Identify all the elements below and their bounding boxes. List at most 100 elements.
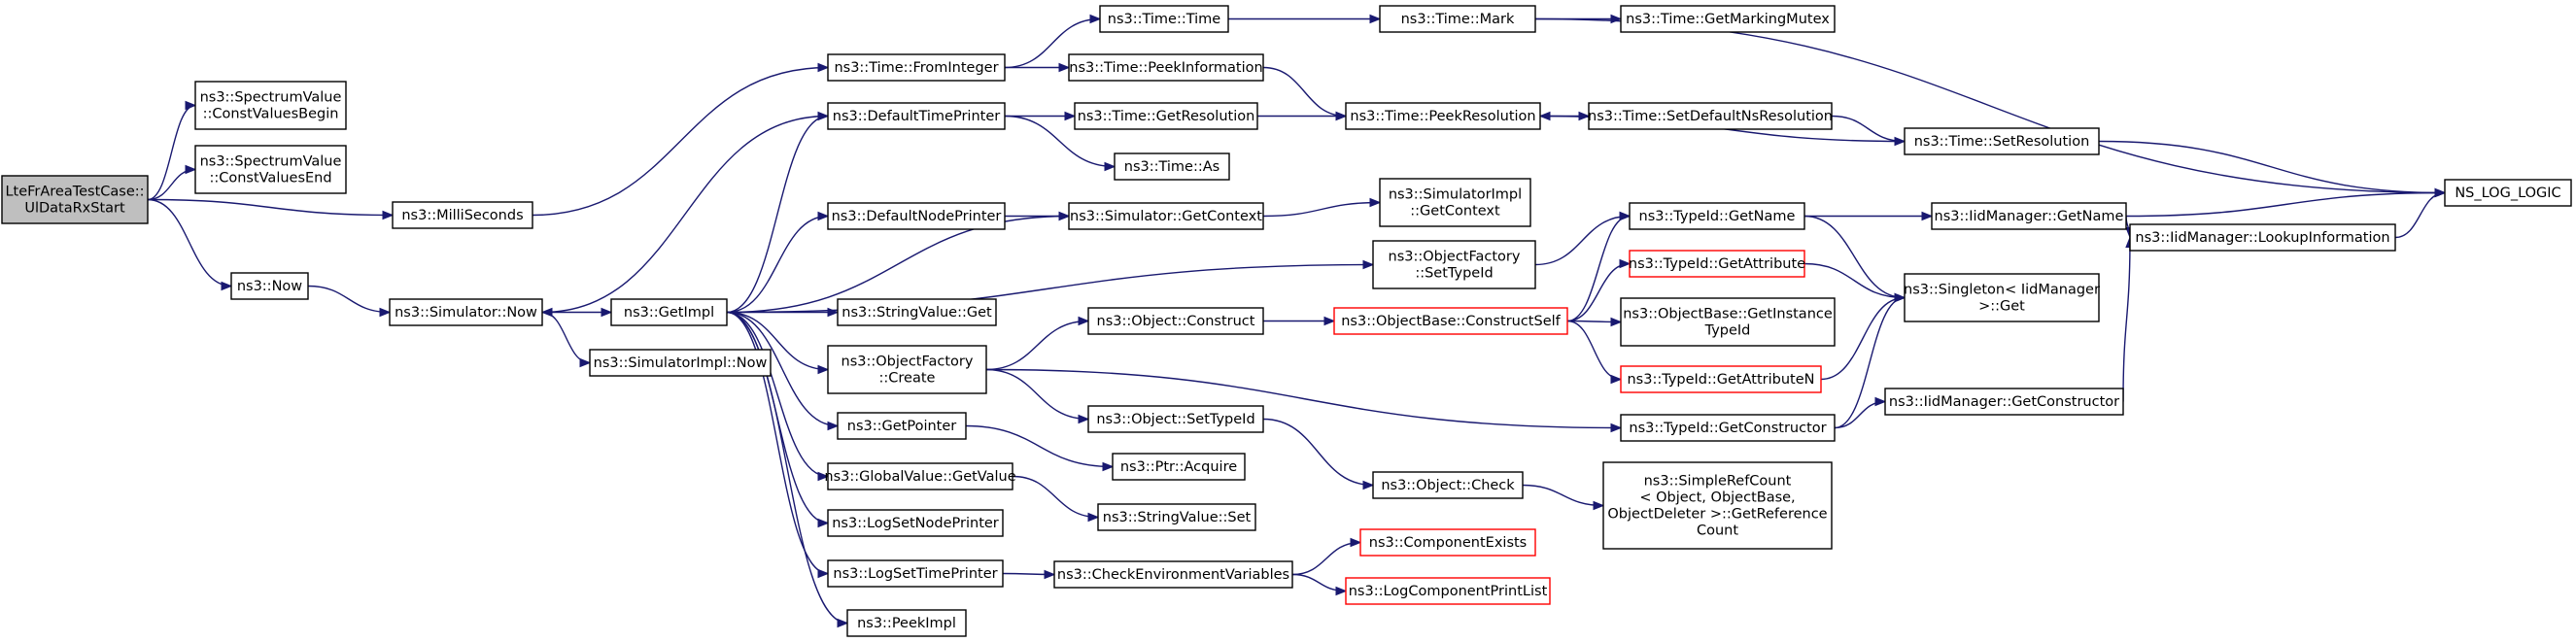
node-label: ns3::LogSetNodePrinter [832, 516, 999, 531]
node-iidgetctor[interactable]: ns3::IidManager::GetConstructor [1884, 388, 2124, 416]
edge-arrowhead [817, 62, 830, 73]
node-lsnp[interactable]: ns3::LogSetNodePrinter [827, 509, 1004, 537]
node-tgmm[interactable]: ns3::Time::GetMarkingMutex [1620, 5, 1836, 33]
node-lstp[interactable]: ns3::LogSetTimePrinter [827, 559, 1004, 588]
node-svcb[interactable]: ns3::SpectrumValue::ConstValuesBegin [194, 81, 347, 130]
node-getptr[interactable]: ns3::GetPointer [837, 412, 967, 440]
node-svce[interactable]: ns3::SpectrumValue::ConstValuesEnd [194, 145, 347, 194]
node-box [1359, 528, 1536, 557]
node-srcget[interactable]: ns3::SimpleRefCount< Object, ObjectBase,… [1602, 461, 1833, 550]
node-peekimpl[interactable]: ns3::PeekImpl [846, 609, 967, 637]
edge-arrowhead [540, 307, 553, 318]
node-label: ::Create [879, 371, 936, 387]
node-strget[interactable]: ns3::StringValue::Get [837, 298, 997, 326]
edge-line [2125, 191, 2446, 218]
edge-getimpl-to-ofcreate [726, 311, 830, 375]
node-objconstruct[interactable]: ns3::Object::Construct [1087, 307, 1264, 335]
edge-arrowhead [817, 364, 830, 375]
node-checkenv[interactable]: ns3::CheckEnvironmentVariables [1053, 560, 1293, 589]
node-tidgetattrn[interactable]: ns3::TypeId::GetAttributeN [1620, 365, 1822, 393]
edge-line [307, 285, 391, 314]
node-label: ns3::Object::SetTypeId [1096, 412, 1254, 427]
edge-arrowhead [1087, 512, 1100, 523]
node-deftime[interactable]: ns3::DefaultTimePrinter [827, 102, 1006, 130]
node-label: ns3::Object::Construct [1097, 314, 1255, 329]
node-fromint[interactable]: ns3::Time::FromInteger [827, 53, 1006, 82]
edge-line [1004, 17, 1101, 69]
node-tpeekres[interactable]: ns3::Time::PeekResolution [1345, 102, 1541, 130]
node-box [1379, 178, 1531, 227]
edge-arrowhead [1610, 422, 1623, 433]
edge-line [1820, 296, 1906, 381]
node-ofcreate[interactable]: ns3::ObjectFactory::Create [827, 345, 987, 394]
edge-line [1262, 418, 1374, 487]
edge-line [726, 115, 829, 314]
node-tsetres[interactable]: ns3::Time::SetResolution [1904, 127, 2100, 155]
node-box [589, 349, 772, 377]
edge-deftime-to-simnow [540, 115, 829, 318]
edge-tidgetattr-to-singleton [1803, 262, 1906, 303]
node-nslog[interactable]: NS_LOG_LOGIC [2444, 179, 2572, 207]
node-box [1602, 461, 1833, 550]
edge-arrowhead [1089, 14, 1102, 24]
node-objcheck[interactable]: ns3::Object::Check [1372, 471, 1524, 499]
node-singleton[interactable]: ns3::Singleton< IidManager>::Get [1904, 273, 2100, 322]
node-box [1097, 503, 1256, 531]
node-obcs[interactable]: ns3::ObjectBase::ConstructSelf [1333, 307, 1568, 335]
node-strset[interactable]: ns3::StringValue::Set [1097, 503, 1256, 531]
node-label: ns3::IidManager::LookupInformation [2135, 230, 2389, 246]
node-tgetres[interactable]: ns3::Time::GetResolution [1074, 102, 1258, 130]
edge-line [1831, 115, 1906, 143]
node-defnode[interactable]: ns3::DefaultNodePrinter [827, 202, 1006, 230]
node-logcpl[interactable]: ns3::LogComponentPrintList [1345, 577, 1551, 605]
edge-obcs-to-obgit [1566, 317, 1623, 327]
node-gvget[interactable]: ns3::GlobalValue::GetValue [824, 462, 1016, 490]
edge-ttime-to-tmark [1228, 14, 1382, 24]
node-root[interactable]: LteFrAreaTestCase::UlDataRxStart [1, 175, 149, 224]
node-iidgetname[interactable]: ns3::IidManager::GetName [1931, 202, 2127, 230]
edge-root-to-milli [147, 198, 395, 220]
node-tidgetattr[interactable]: ns3::TypeId::GetAttribute [1629, 250, 1805, 278]
node-tpeekinfo[interactable]: ns3::Time::PeekInformation [1068, 53, 1264, 82]
edge-line [1566, 320, 1622, 381]
node-simgetctx[interactable]: ns3::Simulator::GetContext [1068, 202, 1264, 230]
node-compexists[interactable]: ns3::ComponentExists [1359, 528, 1536, 557]
node-label: ns3::LogComponentPrintList [1349, 584, 1548, 599]
node-ofsettid[interactable]: ns3::ObjectFactory::SetTypeId [1372, 240, 1536, 289]
edge-arrowhead [1894, 292, 1906, 303]
edge-line [1534, 215, 1631, 266]
node-tas[interactable]: ns3::Time::As [1114, 152, 1230, 181]
node-label: TypeId [1704, 323, 1751, 339]
edge-line [726, 311, 839, 427]
edge-arrowhead [1323, 316, 1336, 326]
node-simimplctx[interactable]: ns3::SimulatorImpl::GetContext [1379, 178, 1531, 227]
node-tidgetname[interactable]: ns3::TypeId::GetName [1629, 202, 1805, 230]
node-box [610, 298, 728, 326]
node-tidgetctor[interactable]: ns3::TypeId::GetConstructor [1620, 414, 1836, 442]
node-box [1087, 307, 1264, 335]
edge-line [726, 215, 829, 314]
edge-arrowhead [579, 357, 592, 368]
node-getimpl[interactable]: ns3::GetImpl [610, 298, 728, 326]
node-label: ::GetContext [1410, 204, 1500, 220]
node-box [1620, 414, 1836, 442]
node-box [1345, 577, 1551, 605]
node-simimplnow[interactable]: ns3::SimulatorImpl::Now [589, 349, 772, 377]
node-tmark[interactable]: ns3::Time::Mark [1379, 5, 1536, 33]
node-box [1333, 307, 1568, 335]
edge-line [2394, 191, 2446, 239]
node-now[interactable]: ns3::Now [230, 272, 309, 300]
edge-root-to-svcb [147, 100, 197, 201]
node-ptracq[interactable]: ns3::Ptr::Acquire [1112, 453, 1246, 481]
node-ttime[interactable]: ns3::Time::Time [1099, 5, 1229, 33]
node-tsetdef[interactable]: ns3::Time::SetDefaultNsResolution [1588, 102, 1833, 130]
edge-line [2122, 237, 2131, 402]
node-milli[interactable]: ns3::MilliSeconds [392, 201, 533, 229]
edge-checkenv-to-compexists [1291, 537, 1362, 576]
edge-arrowhead [1619, 211, 1631, 221]
node-simnow[interactable]: ns3::Simulator::Now [389, 298, 543, 326]
node-iidlookup[interactable]: ns3::IidManager::LookupInformation [2129, 223, 2396, 252]
edge-line [2098, 140, 2446, 194]
node-objsettid[interactable]: ns3::Object::SetTypeId [1087, 405, 1264, 433]
